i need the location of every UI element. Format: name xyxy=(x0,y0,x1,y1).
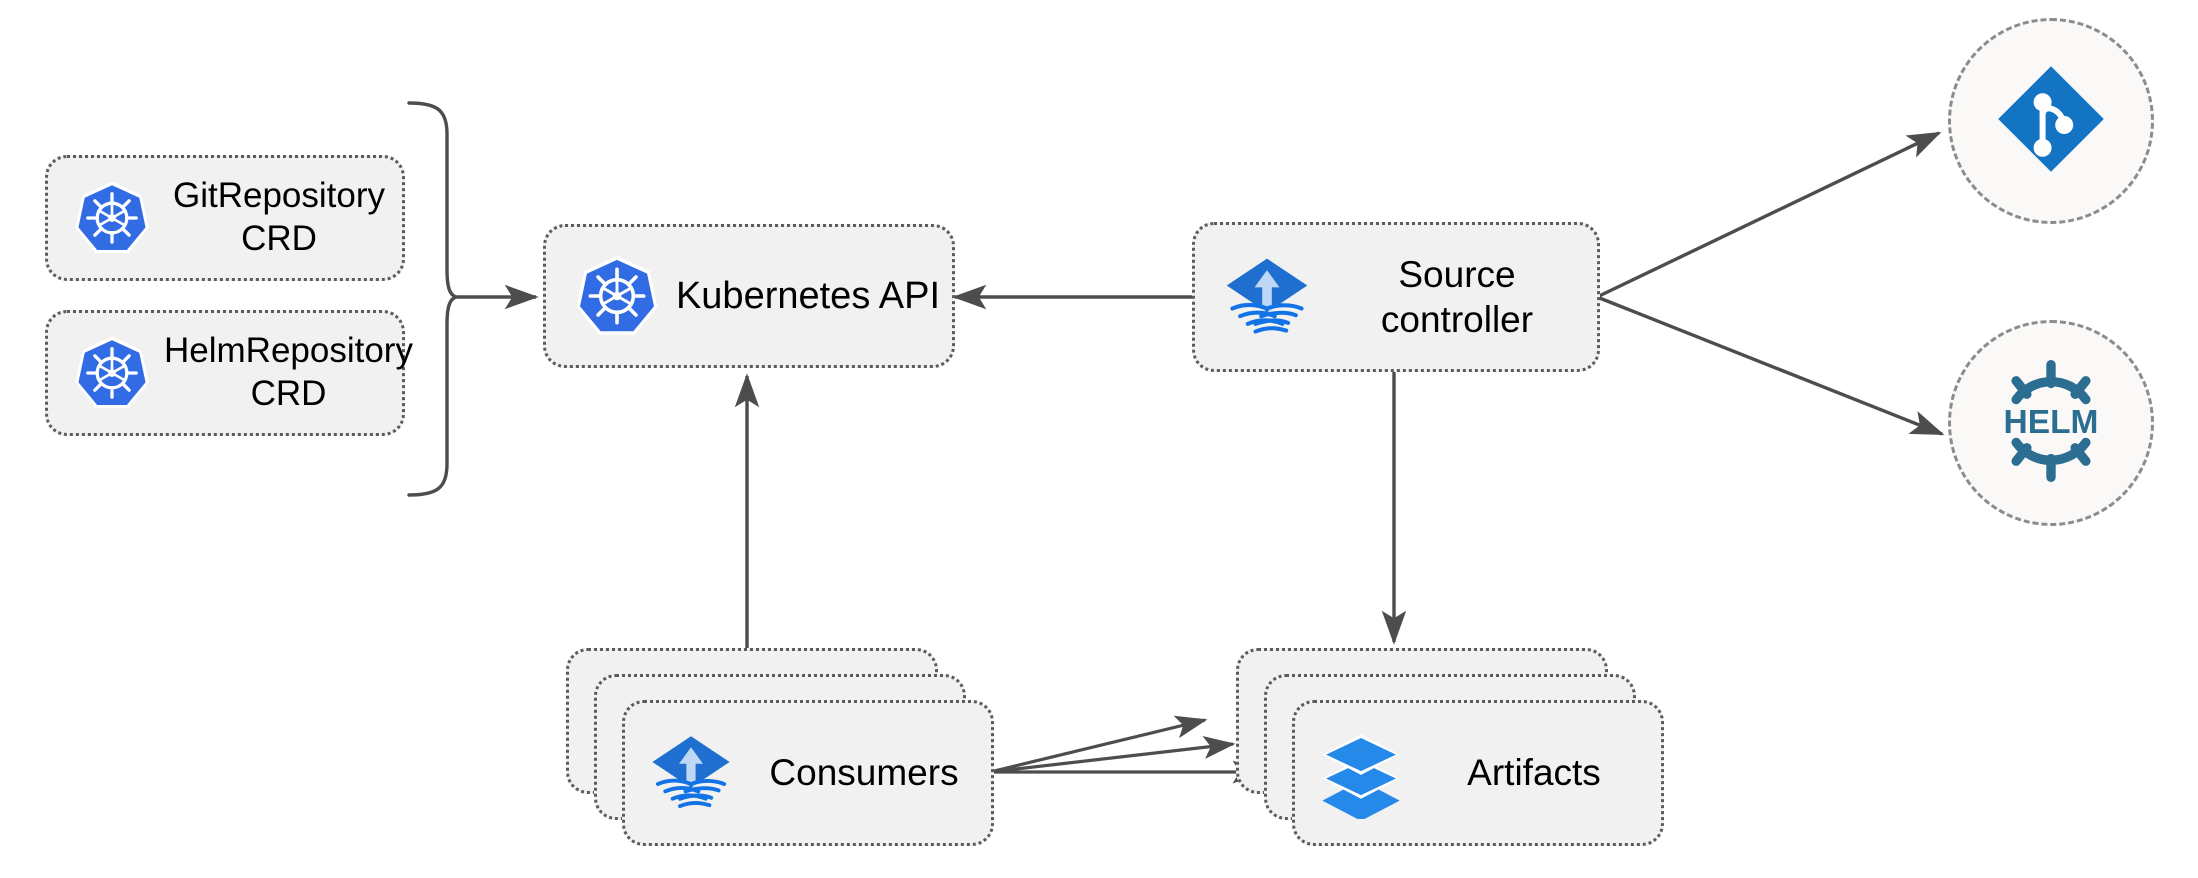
kubernetes-api-label: Kubernetes API xyxy=(675,274,941,317)
helm-wordmark: HELM xyxy=(2004,404,2099,441)
edge-consumers-to-artifacts-2 xyxy=(989,735,1236,774)
kubernetes-icon xyxy=(562,241,672,351)
helm-repository-node[interactable]: HELM xyxy=(1948,320,2154,526)
artifacts-node[interactable]: Artifacts xyxy=(1292,700,1664,846)
helmrepository-crd-label: HelmRepository CRD xyxy=(164,331,413,413)
flux-icon xyxy=(1209,239,1325,355)
kubernetes-icon xyxy=(60,321,164,425)
edge-source-to-git xyxy=(1596,131,1942,299)
edge-source-to-helm xyxy=(1596,295,1945,436)
gitrepository-crd-label: GitRepository CRD xyxy=(172,176,386,258)
layers-icon xyxy=(1307,719,1415,827)
helm-icon: HELM xyxy=(1984,354,2118,493)
edge-consumers-to-artifacts-1 xyxy=(989,715,1208,774)
kubernetes-icon xyxy=(60,166,164,270)
helmrepository-crd-node[interactable]: HelmRepository CRD xyxy=(45,310,413,436)
crd-group-brace xyxy=(407,101,462,497)
source-controller-node[interactable]: Source controller xyxy=(1192,222,1600,372)
flux-icon xyxy=(637,719,745,827)
gitrepository-crd-node[interactable]: GitRepository CRD xyxy=(45,155,405,281)
artifacts-label: Artifacts xyxy=(1467,752,1601,794)
consumers-node[interactable]: Consumers xyxy=(622,700,994,846)
git-icon xyxy=(1991,59,2111,184)
git-provider-node[interactable] xyxy=(1948,18,2154,224)
consumers-label: Consumers xyxy=(769,752,959,794)
kubernetes-api-node[interactable]: Kubernetes API xyxy=(543,224,955,368)
source-controller-label: Source controller xyxy=(1380,253,1534,340)
